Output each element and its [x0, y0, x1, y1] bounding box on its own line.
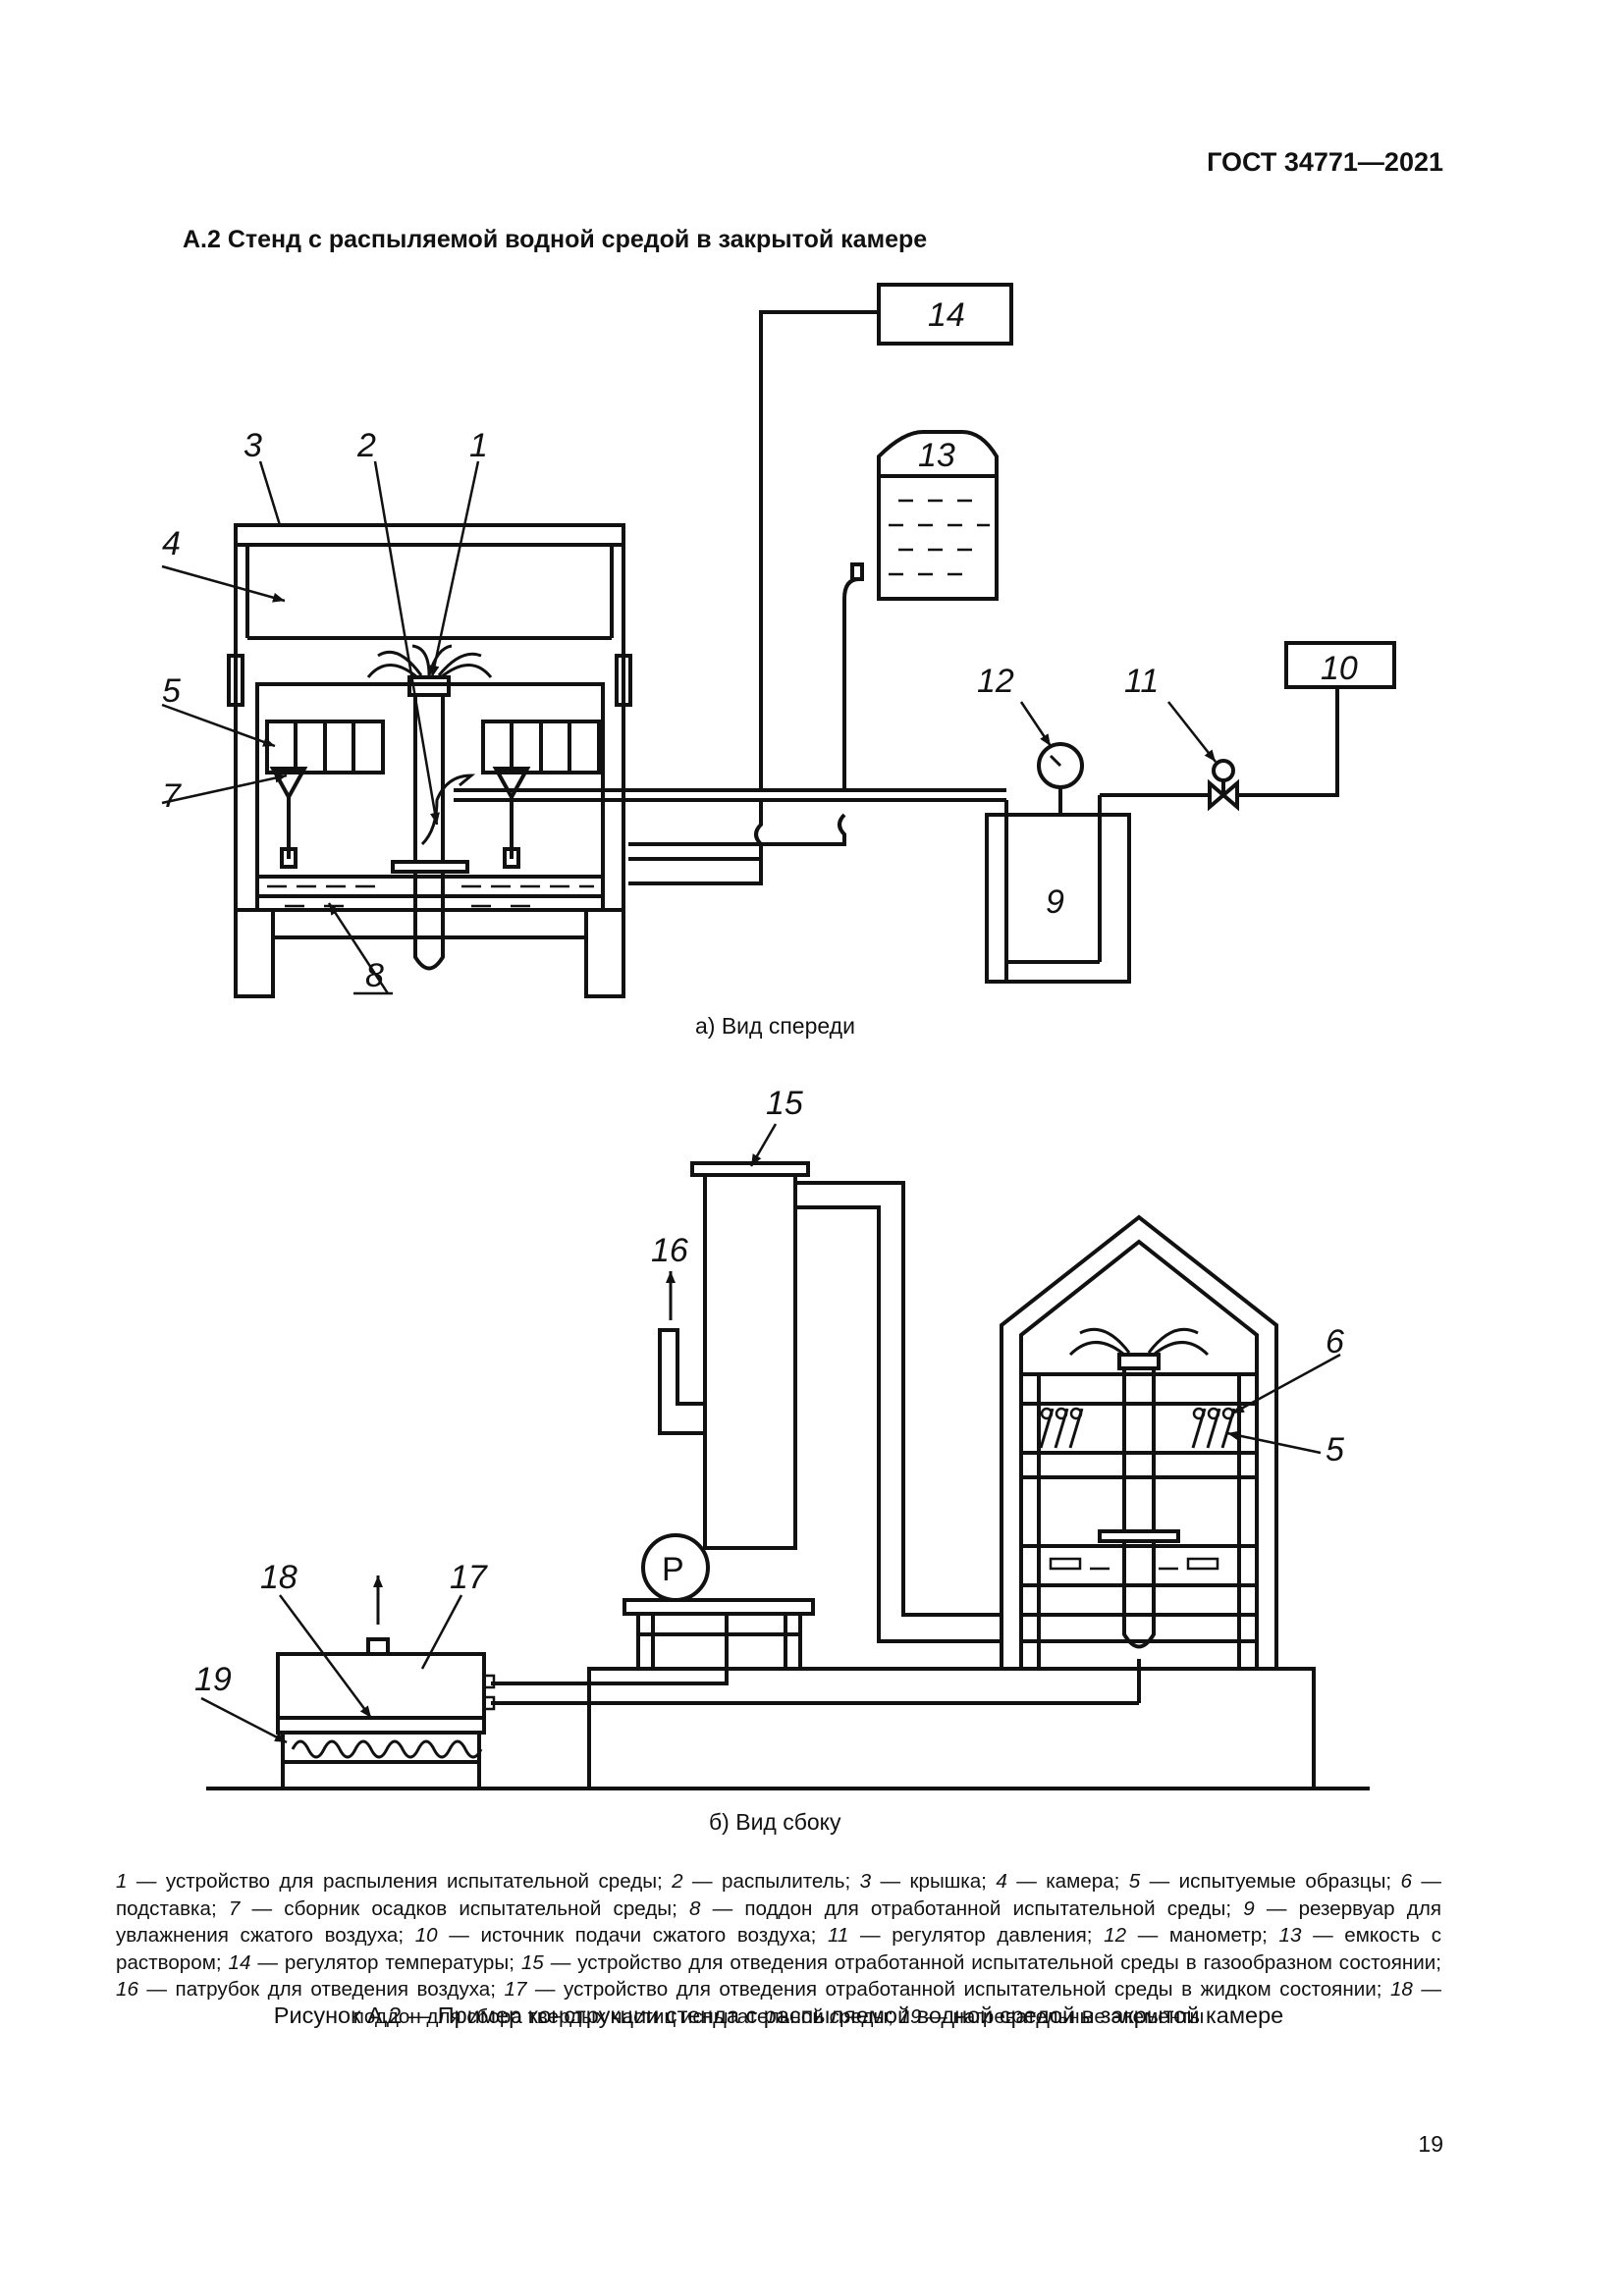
exhaust-column — [703, 1173, 797, 1550]
front-view — [227, 283, 1396, 998]
side-chamber-roof — [1000, 1214, 1278, 1669]
view-a-caption: а) Вид спереди — [695, 1013, 855, 1039]
legend-number: 17 — [504, 1978, 527, 2001]
figure-caption: Рисунок А.2 — Пример конструкции стенда … — [273, 2002, 1284, 2028]
label-7: 7 — [162, 777, 182, 815]
legend-text: — источник подачи сжатого воздуха; — [437, 1924, 828, 1947]
label-9: 9 — [1046, 883, 1064, 921]
label-16: 16 — [651, 1232, 688, 1269]
collector-right — [492, 767, 531, 802]
legend-text: — поддон для отработанной испытательной … — [700, 1896, 1244, 1920]
label-2: 2 — [356, 427, 376, 464]
legend-number: 19 — [898, 2004, 922, 2028]
legend-text: — сборник осадков испытательной среды; — [240, 1896, 689, 1920]
legend-text: — патрубок для отведения воздуха; — [137, 1978, 505, 2001]
section-title: А.2 Стенд с распыляемой водной средой в … — [183, 226, 928, 253]
legend-number: 9 — [1243, 1896, 1255, 1920]
label-19: 19 — [194, 1661, 232, 1698]
label-18: 18 — [260, 1559, 298, 1596]
label-11: 11 — [1124, 663, 1159, 700]
label-15: 15 — [766, 1085, 803, 1122]
legend-text: — устройство для распыления испытательно… — [127, 1870, 673, 1893]
label-14: 14 — [928, 296, 965, 334]
legend-text: — нагревательные элементы — [921, 2004, 1205, 2028]
label-3: 3 — [244, 427, 262, 464]
legend-text: — устройство для отведения отработанной … — [543, 1950, 1441, 1974]
legend-text: — крышка; — [871, 1870, 997, 1893]
liquid-outlet-device — [276, 1652, 486, 1735]
legend-number: 15 — [520, 1950, 544, 1974]
spray-head — [407, 675, 451, 697]
legend-number: 4 — [996, 1870, 1007, 1893]
legend-text: — регулятор давления; — [848, 1924, 1105, 1947]
legend-number: 13 — [1278, 1924, 1302, 1947]
label-8: 8 — [365, 957, 384, 994]
reservoir — [985, 813, 1131, 984]
legend-number: 8 — [688, 1896, 701, 1920]
legend-text: — устройство для отведения отработанной … — [526, 1978, 1390, 2001]
legend-text: — резервуар для увлажнения сжатого возду… — [116, 1896, 1441, 1948]
legend-text: — поддон для сбора твердых частиц испыта… — [352, 1978, 1441, 2028]
legend-text: — емкость с раствором; — [116, 1924, 1441, 1974]
legend-text: — манометр; — [1126, 1924, 1279, 1947]
label-4: 4 — [162, 525, 181, 562]
legend-number: 6 — [1400, 1870, 1412, 1893]
chamber — [255, 682, 605, 912]
pump-letter: P — [662, 1551, 684, 1588]
legend-number: 11 — [827, 1924, 849, 1947]
legend-text: — распылитель; — [682, 1870, 860, 1893]
label-17: 17 — [450, 1559, 488, 1596]
pressure-regulator — [1208, 778, 1239, 812]
legend-number: 3 — [859, 1870, 872, 1893]
legend-text: — регулятор температуры; — [250, 1950, 521, 1974]
label-13: 13 — [918, 437, 955, 474]
label-5: 5 — [162, 672, 181, 710]
temperature-regulator — [877, 283, 1013, 346]
page-number: 19 — [1418, 2131, 1443, 2157]
air-source — [1284, 641, 1396, 689]
side-view — [206, 1161, 1370, 1790]
legend-number: 5 — [1128, 1870, 1141, 1893]
label-6: 6 — [1326, 1323, 1344, 1361]
legend-number: 10 — [414, 1924, 438, 1947]
solution-tank — [877, 430, 999, 601]
label-12: 12 — [977, 663, 1014, 700]
view-b-caption: б) Вид сбоку — [709, 1809, 841, 1835]
figure-legend: 1 — устройство для распыления испытатель… — [116, 1868, 1441, 2030]
collector-left — [269, 767, 308, 802]
legend-number: 12 — [1104, 1924, 1127, 1947]
legend-number: 2 — [672, 1870, 683, 1893]
label-1: 1 — [469, 427, 488, 464]
base-platform — [587, 1667, 1316, 1790]
lid — [234, 523, 625, 547]
legend-number: 1 — [116, 1870, 128, 1893]
legend-text: — испытуемые образцы; — [1140, 1870, 1401, 1893]
legend-number: 14 — [228, 1950, 251, 1974]
legend-number: 16 — [116, 1978, 138, 2001]
label-5-side: 5 — [1326, 1431, 1344, 1468]
legend-number: 7 — [228, 1896, 241, 1920]
label-10: 10 — [1321, 650, 1358, 687]
legend-number: 18 — [1389, 1978, 1413, 2001]
legend-text: — подставка; — [116, 1870, 1442, 1920]
standard-number: ГОСТ 34771—2021 — [1207, 147, 1443, 177]
figure-drawing: 3 2 1 4 5 7 8 9 10 11 12 13 14 15 16 6 5… — [161, 283, 1396, 1835]
legend-text: — камера; — [1006, 1870, 1129, 1893]
